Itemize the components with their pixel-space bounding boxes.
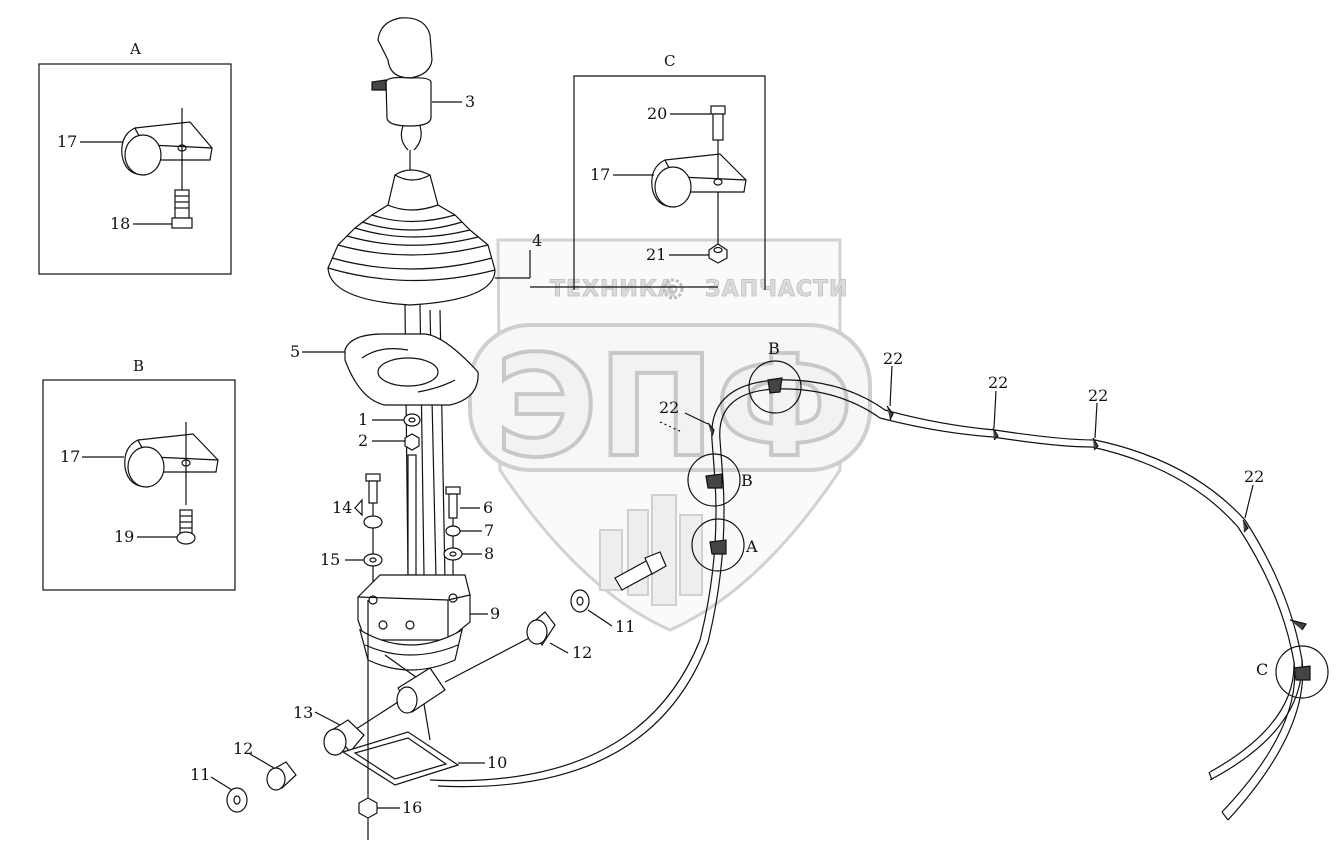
callout-16: 16 xyxy=(402,798,422,817)
cable-tie-22d: 22 xyxy=(1242,467,1264,533)
callout-22b: 22 xyxy=(988,373,1008,392)
callout-5: 5 xyxy=(290,342,300,361)
cable-tie-22a: 22 xyxy=(883,349,903,421)
gear-lever-assembly: 3 4 5 xyxy=(190,17,718,840)
bolt-14 xyxy=(363,473,383,595)
callout-12a: 12 xyxy=(572,643,592,662)
ref-circle-c: C xyxy=(1256,645,1329,699)
callout-11a: 11 xyxy=(615,617,635,636)
callout-13: 13 xyxy=(293,703,313,722)
washer-11 xyxy=(570,589,590,613)
bolt-20 xyxy=(710,105,726,245)
ref-label-b1: B xyxy=(768,339,780,358)
detail-label-a: A xyxy=(129,40,141,58)
callout-18: 18 xyxy=(110,214,130,233)
callout-6: 6 xyxy=(483,498,493,517)
gear-icon xyxy=(662,278,684,300)
watermark-logo-text: ЭПФ xyxy=(495,326,854,489)
callout-17c: 17 xyxy=(590,165,610,184)
callout-22a: 22 xyxy=(883,349,903,368)
detail-view-a: A 17 18 xyxy=(38,40,232,275)
bolt-18 xyxy=(171,189,193,229)
gasket-10 xyxy=(341,731,460,786)
callout-11b: 11 xyxy=(190,765,210,784)
lever-knob-3 xyxy=(371,17,433,175)
cover-plate-5 xyxy=(344,333,479,406)
ref-label-b2: B xyxy=(741,471,753,490)
screw-19 xyxy=(176,509,196,545)
ref-circle-b-mid: B xyxy=(687,453,753,507)
cable-tie-22e: 22 xyxy=(659,398,715,437)
callout-12b: 12 xyxy=(233,739,253,758)
watermark-text-right: ЗАПЧАСТИ xyxy=(705,277,848,302)
callout-10: 10 xyxy=(487,753,507,772)
detail-label-b: B xyxy=(133,357,144,375)
callout-22c: 22 xyxy=(1088,386,1108,405)
watermark: ЭПФ ТЕХНИКА ЗАПЧАСТИ xyxy=(468,238,872,632)
callout-7: 7 xyxy=(484,521,494,540)
washer-1 xyxy=(403,413,421,427)
ref-label-c: C xyxy=(1256,660,1268,679)
detail-label-c: C xyxy=(664,52,675,70)
cable-bolt xyxy=(614,551,667,591)
callout-22e: 22 xyxy=(659,398,679,417)
detail-view-c: C 20 17 21 xyxy=(573,52,766,290)
clamp-17 xyxy=(121,108,213,195)
nut-2 xyxy=(404,433,420,451)
callout-8: 8 xyxy=(484,544,494,563)
detail-frame-c xyxy=(573,75,766,290)
ref-circle-b-top: B xyxy=(748,339,802,414)
ref-circle-a: A xyxy=(691,518,758,572)
pivot-sleeve xyxy=(349,634,536,734)
ref-label-a: A xyxy=(745,537,758,556)
washer-15 xyxy=(363,553,383,567)
nut-16 xyxy=(358,797,378,819)
callout-15: 15 xyxy=(320,550,340,569)
watermark-text-left: ТЕХНИКА xyxy=(550,277,676,302)
bushing-12-lower xyxy=(266,761,297,791)
nut-21 xyxy=(708,243,728,264)
clamp-17 xyxy=(651,153,747,208)
washer-11-lower xyxy=(226,787,248,813)
callout-2: 2 xyxy=(358,431,368,450)
callout-22d: 22 xyxy=(1244,467,1264,486)
washer-7 xyxy=(445,525,461,537)
callout-21: 21 xyxy=(646,245,666,264)
callout-14: 14 xyxy=(332,498,352,517)
bushing-13 xyxy=(323,719,365,756)
callout-1: 1 xyxy=(358,410,368,429)
washer-8 xyxy=(443,547,463,561)
callout-9: 9 xyxy=(490,604,500,623)
lever-housing-9 xyxy=(357,574,471,741)
clamp-17 xyxy=(124,422,219,505)
cable-tie-22c: 22 xyxy=(1088,386,1108,451)
detail-frame-a xyxy=(38,63,232,275)
cable-tie-small xyxy=(1289,619,1307,631)
detail-view-b: B 17 19 xyxy=(42,357,236,591)
callout-17a: 17 xyxy=(57,132,77,151)
rubber-boot-4 xyxy=(327,169,496,306)
callout-4: 4 xyxy=(532,231,542,250)
callout-20: 20 xyxy=(647,104,667,123)
callout-17b: 17 xyxy=(60,447,80,466)
callout-3: 3 xyxy=(465,92,475,111)
callout-19: 19 xyxy=(114,527,134,546)
bushing-12 xyxy=(526,611,556,647)
cable-tie-22b: 22 xyxy=(988,373,1008,441)
detail-frame-b xyxy=(42,379,236,591)
